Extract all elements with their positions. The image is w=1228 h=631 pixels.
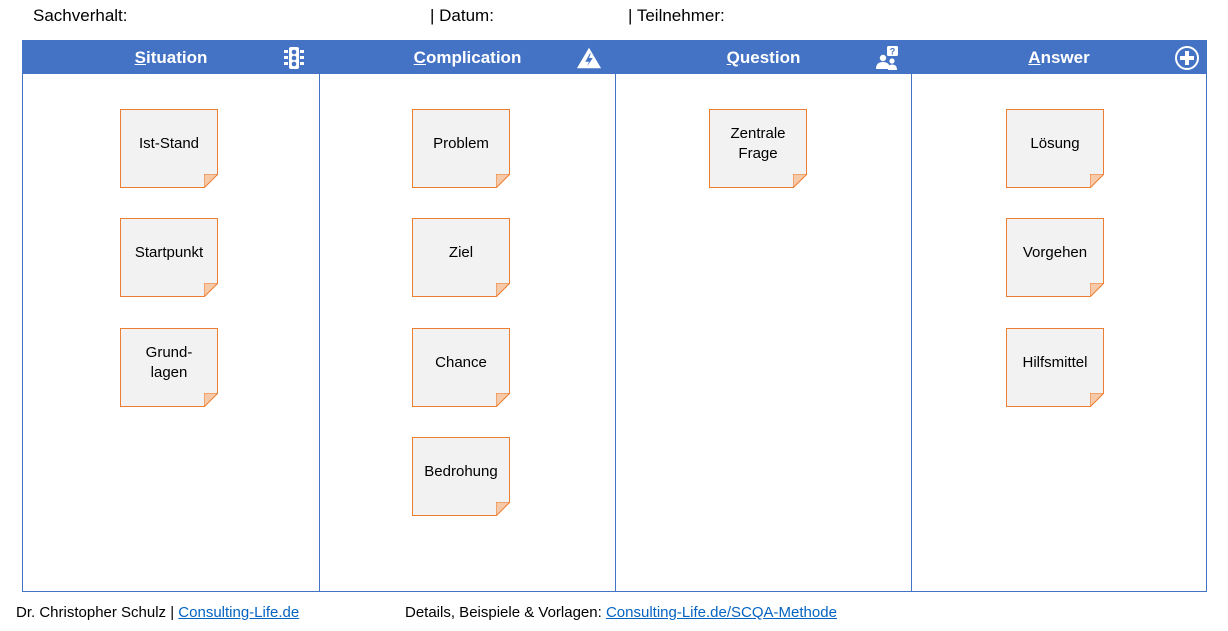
note-fold-icon (204, 393, 218, 407)
people-question-icon: ? (876, 46, 898, 70)
note-text: Ziel (448, 243, 474, 261)
situation-header-label: ituation (145, 48, 208, 67)
note-fold-icon (204, 283, 218, 297)
sticky-note-chance: Chance (412, 328, 510, 407)
note-text: Problem (433, 134, 489, 152)
note-text: Startpunkt (134, 243, 204, 261)
teilnehmer-label: | Teilnehmer: (628, 6, 725, 25)
sticky-note-zentrale-frage: Zentrale Frage (709, 109, 807, 188)
sticky-note-loesung: Lösung (1006, 109, 1104, 188)
answer-header-label: nswer (1040, 48, 1090, 67)
note-fold-icon (496, 283, 510, 297)
situation-header-initial: S (134, 48, 146, 67)
note-text: Zentrale Frage (730, 124, 786, 162)
situation-header: Situation (23, 41, 319, 74)
complication-header: Complication (320, 41, 615, 74)
answer-header-initial: A (1028, 48, 1041, 67)
plus-circle-icon (1175, 46, 1199, 70)
answer-header: Answer (912, 41, 1206, 74)
footer-details: Details, Beispiele & Vorlagen: Consultin… (405, 604, 837, 621)
complication-header-label: omplication (425, 48, 522, 67)
details-link[interactable]: Consulting-Life.de/SCQA-Methode (605, 604, 837, 621)
sticky-note-ist-stand: Ist-Stand (120, 109, 218, 188)
traffic-light-icon (284, 47, 304, 69)
complication-column: Complication Problem Ziel Chance Bedrohu… (319, 41, 615, 591)
svg-text:?: ? (890, 47, 896, 57)
details-text: Details, Beispiele & Vorlagen: (405, 604, 606, 621)
sticky-note-bedrohung: Bedrohung (412, 437, 510, 516)
author-text: Dr. Christopher Schulz | (16, 604, 179, 621)
question-header: Question ? (616, 41, 911, 74)
sticky-note-startpunkt: Startpunkt (120, 218, 218, 297)
note-fold-icon (496, 502, 510, 516)
note-text: Vorgehen (1022, 243, 1088, 261)
warning-lightning-icon (576, 47, 602, 69)
note-fold-icon (1090, 283, 1104, 297)
note-text: Lösung (1030, 134, 1080, 152)
sticky-note-problem: Problem (412, 109, 510, 188)
sticky-note-vorgehen: Vorgehen (1006, 218, 1104, 297)
note-fold-icon (496, 174, 510, 188)
question-header-initial: Q (726, 48, 740, 67)
scqa-board: Situation Ist-Stand Startpunkt Grund- la… (22, 40, 1207, 592)
complication-header-initial: C (413, 48, 426, 67)
author-link[interactable]: Consulting-Life.de (178, 604, 300, 621)
sticky-note-ziel: Ziel (412, 218, 510, 297)
footer-author: Dr. Christopher Schulz | Consulting-Life… (16, 604, 299, 621)
note-fold-icon (204, 174, 218, 188)
datum-label: | Datum: (430, 6, 494, 25)
note-text: Bedrohung (424, 462, 498, 480)
sticky-note-hilfsmittel: Hilfsmittel (1006, 328, 1104, 407)
note-text: Grund- lagen (145, 343, 193, 381)
situation-column: Situation Ist-Stand Startpunkt Grund- la… (23, 41, 319, 591)
question-column: Question ? Zentrale Frage (615, 41, 911, 591)
note-text: Chance (435, 353, 487, 371)
sticky-note-grundlagen: Grund- lagen (120, 328, 218, 407)
note-fold-icon (496, 393, 510, 407)
sachverhalt-label: Sachverhalt: (33, 6, 128, 25)
note-fold-icon (1090, 174, 1104, 188)
note-fold-icon (1090, 393, 1104, 407)
answer-column: Answer Lösung Vorgehen Hilfsmittel (911, 41, 1206, 591)
question-header-label: uestion (739, 48, 801, 67)
note-fold-icon (793, 174, 807, 188)
note-text: Ist-Stand (138, 134, 200, 152)
note-text: Hilfsmittel (1022, 353, 1088, 371)
